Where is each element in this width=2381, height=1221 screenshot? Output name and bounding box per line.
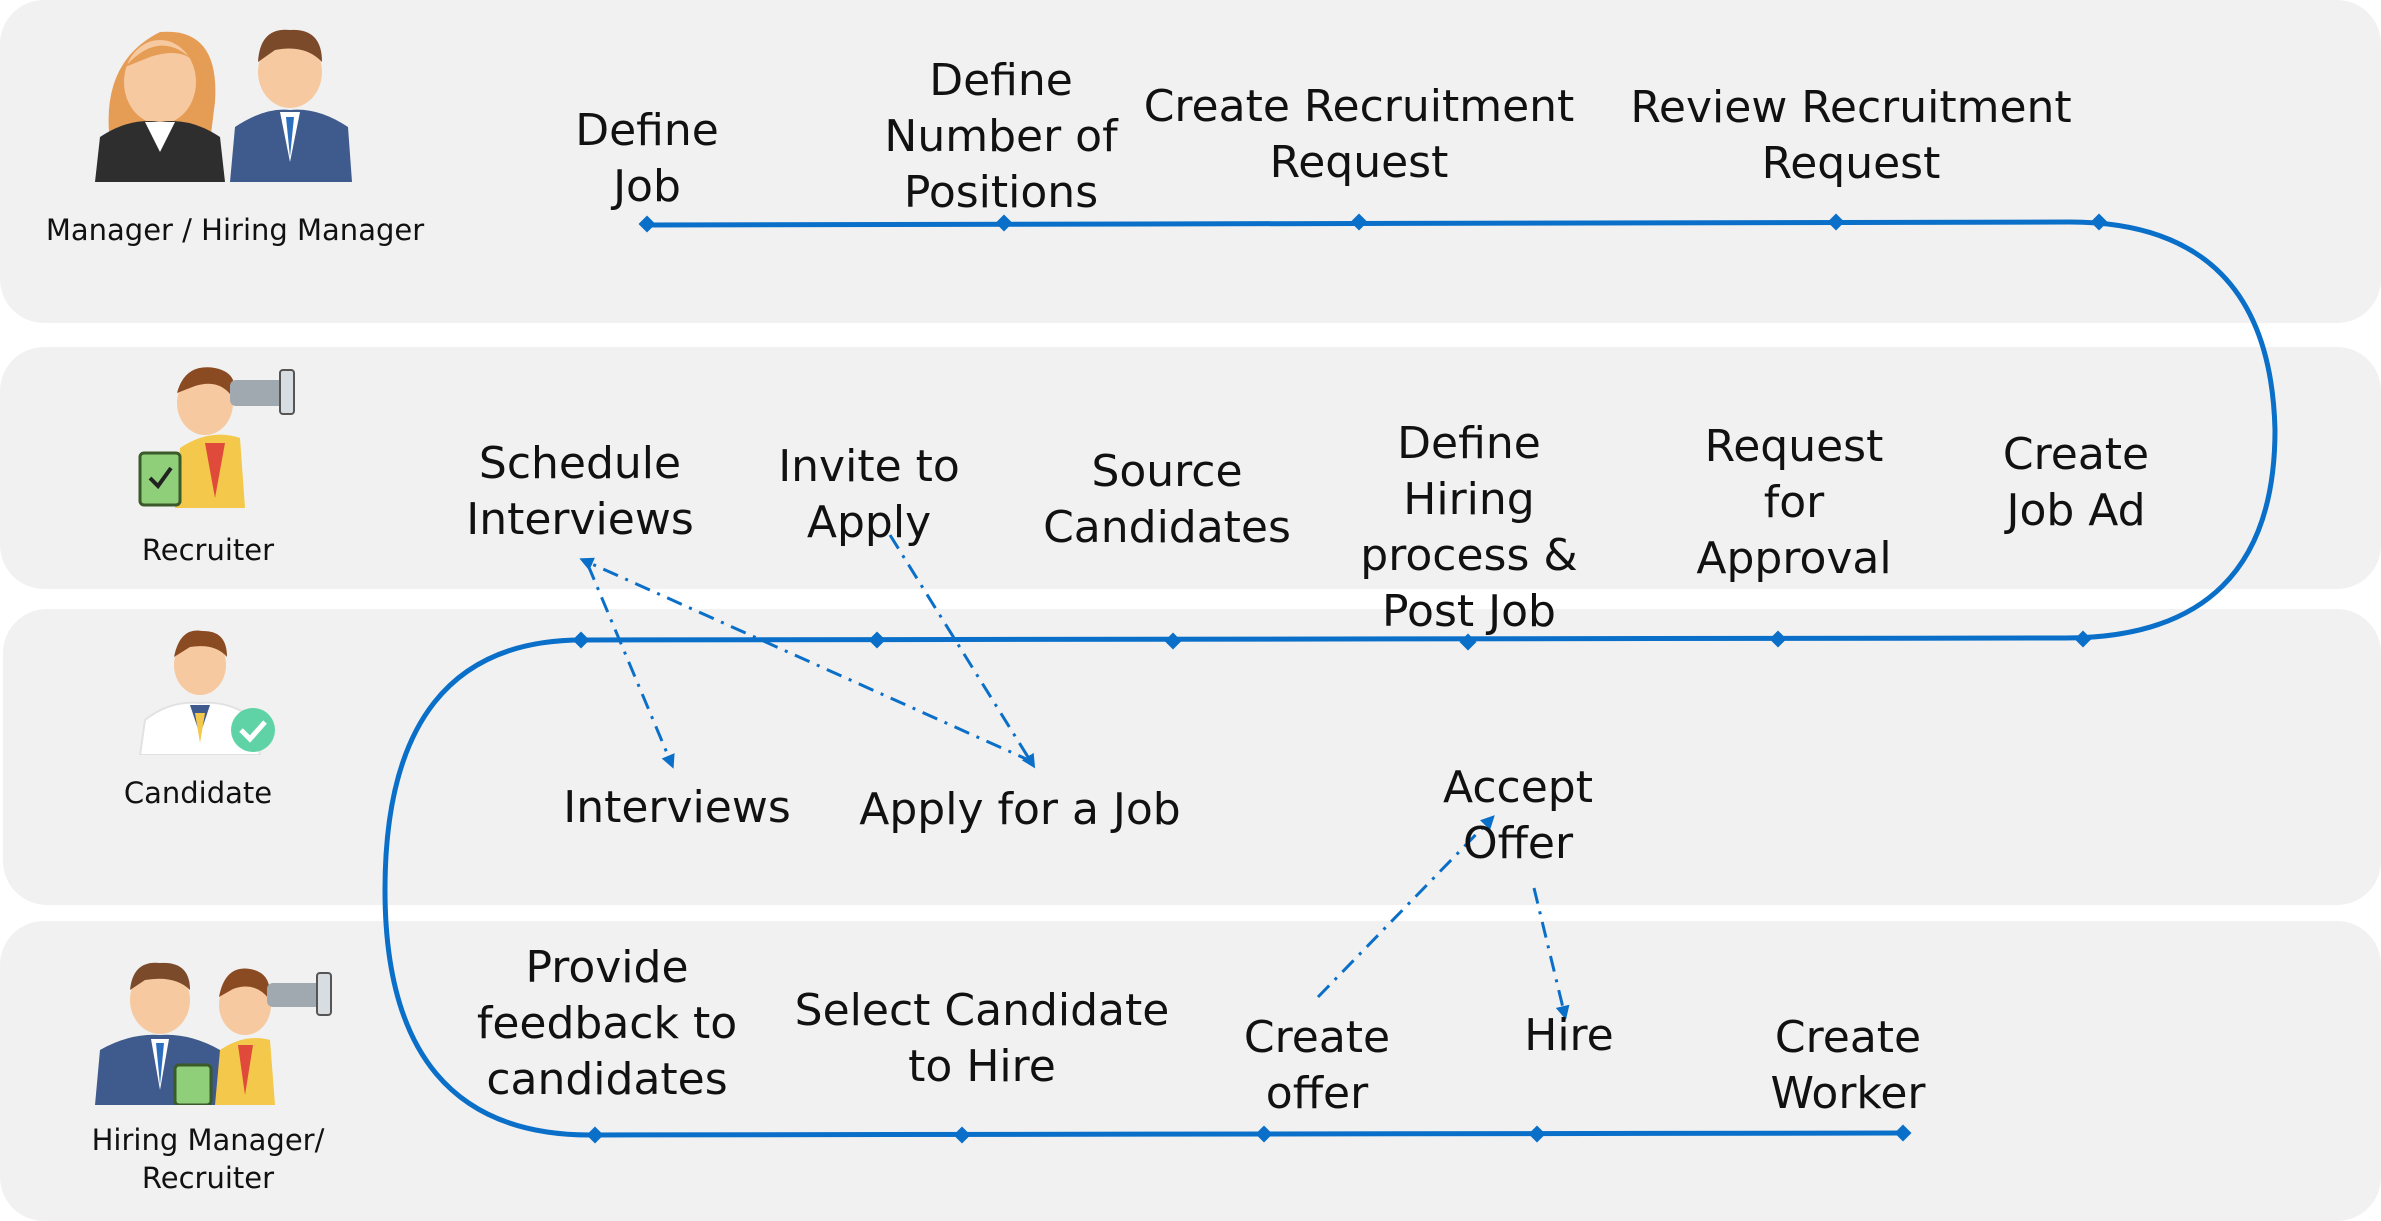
step-node <box>638 215 656 233</box>
step-accept-offer: Accept Offer <box>1443 762 1593 869</box>
hiring-team-icon <box>95 962 332 1105</box>
arrow-invite-to-apply <box>888 534 1036 769</box>
step-node <box>1350 213 1368 231</box>
step-node <box>586 1126 604 1144</box>
step-create-recruitment-request: Create Recruitment Request <box>1143 81 1575 188</box>
step-apply-for-job: Apply for a Job <box>859 784 1181 835</box>
step-source-candidates: Source Candidates <box>1043 446 1291 553</box>
step-invite-to-apply: Invite to Apply <box>778 441 960 548</box>
step-node <box>1255 1125 1273 1143</box>
step-create-job-ad: Create Job Ad <box>2002 429 2150 536</box>
step-node <box>995 214 1013 232</box>
step-node <box>572 631 590 649</box>
candidate-check-icon <box>138 630 275 755</box>
step-node <box>2074 630 2092 648</box>
step-node <box>1164 632 1182 650</box>
role-label-manager: Manager / Hiring Manager <box>45 213 425 247</box>
role-label-recruiter: Recruiter <box>141 533 275 567</box>
arrow-offer-to-accept <box>1316 815 1495 999</box>
lane-hiring-recruiter <box>0 921 2381 1221</box>
step-create-worker: Create Worker <box>1770 1012 1926 1119</box>
step-define-job: Define Job <box>575 105 719 212</box>
arrow-schedule-to-interviews <box>586 564 675 769</box>
step-node <box>1894 1124 1912 1142</box>
arrow-apply-to-schedule <box>579 557 1034 764</box>
arrow-accept-to-hire <box>1532 887 1570 1020</box>
step-create-offer: Create offer <box>1243 1012 1391 1119</box>
step-node <box>1769 630 1787 648</box>
step-node <box>1459 633 1477 651</box>
step-node <box>1528 1125 1546 1143</box>
role-label-candidate: Candidate <box>123 776 273 810</box>
manager-pair-icon <box>95 29 352 182</box>
step-provide-feedback: Provide feedback to candidates <box>476 942 738 1105</box>
lane-recruiter <box>0 347 2381 589</box>
step-schedule-interviews: Schedule Interviews <box>466 438 694 545</box>
step-node <box>1827 213 1845 231</box>
step-node <box>868 631 886 649</box>
step-node <box>2090 213 2108 231</box>
step-select-candidate: Select Candidate to Hire <box>794 985 1170 1092</box>
step-define-positions: Define Number of Positions <box>884 55 1118 218</box>
step-node <box>953 1126 971 1144</box>
lane-candidate <box>3 609 2381 905</box>
lane-manager <box>0 0 2381 323</box>
step-request-approval: Request for Approval <box>1696 421 1892 584</box>
step-hire: Hire <box>1524 1010 1614 1061</box>
step-define-hiring-process: Define Hiring process & Post Job <box>1360 418 1578 637</box>
recruiter-binoculars-icon <box>138 367 295 508</box>
step-review-recruitment-request: Review Recruitment Request <box>1630 82 2072 189</box>
role-label-hiring-recruiter: Hiring Manager/ Recruiter <box>91 1123 325 1195</box>
step-interviews: Interviews <box>563 782 791 833</box>
